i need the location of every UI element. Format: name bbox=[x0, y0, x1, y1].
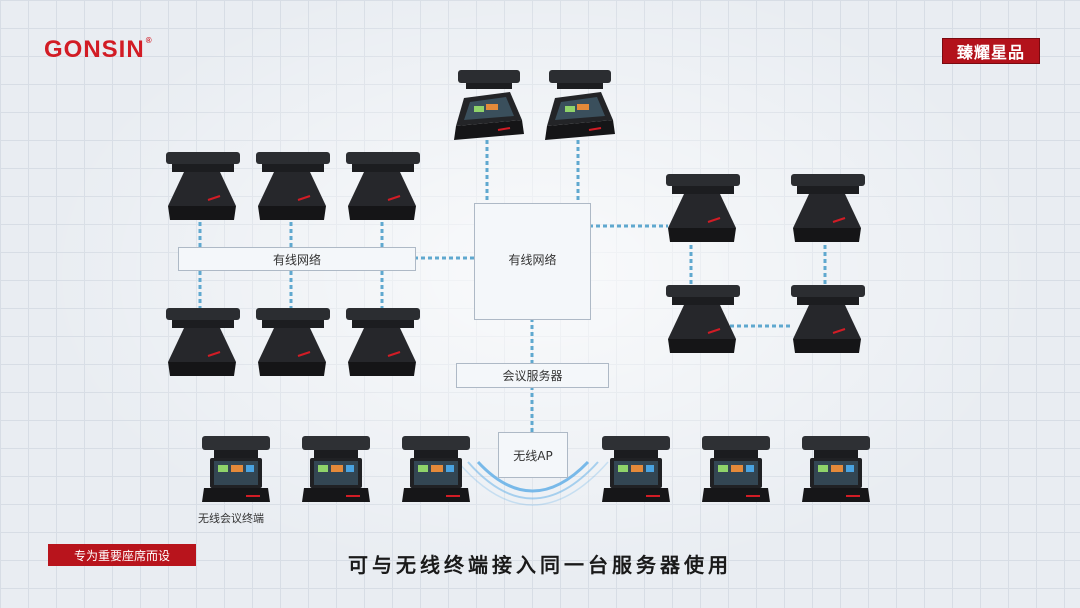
gonsin-logo: GONSIN® bbox=[44, 36, 153, 63]
wired-network-bus: 有线网络 bbox=[178, 247, 416, 271]
wireless-terminal-label: 无线会议终端 bbox=[198, 512, 264, 525]
wireless-signal-icon bbox=[457, 460, 609, 506]
conference-server-label: 会议服务器 bbox=[502, 369, 563, 383]
wireless-terminal bbox=[402, 436, 470, 502]
conference-terminal bbox=[545, 70, 615, 140]
wired-network-switch-label: 有线网络 bbox=[508, 253, 557, 267]
feature-badge: 专为重要座席而设 bbox=[48, 544, 196, 566]
series-seal: 臻耀星品 bbox=[942, 38, 1040, 64]
wireless-terminal bbox=[202, 436, 270, 502]
wired-terminal bbox=[166, 152, 240, 220]
wireless-terminal bbox=[802, 436, 870, 502]
bottom-caption: 可与无线终端接入同一台服务器使用 bbox=[348, 553, 732, 577]
conference-server: 会议服务器 bbox=[456, 363, 609, 388]
wired-terminal bbox=[791, 174, 865, 242]
wired-terminal bbox=[256, 152, 330, 220]
wired-terminal bbox=[666, 285, 740, 353]
wired-terminal bbox=[346, 152, 420, 220]
wired-terminal bbox=[666, 174, 740, 242]
wireless-terminal bbox=[302, 436, 370, 502]
wireless-ap: 无线AP bbox=[498, 432, 568, 478]
wired-network-bus-label: 有线网络 bbox=[272, 252, 321, 267]
conference-terminal bbox=[454, 70, 524, 140]
wireless-terminal bbox=[602, 436, 670, 502]
wired-network-switch: 有线网络 bbox=[474, 203, 591, 320]
wireless-ap-label: 无线AP bbox=[513, 448, 553, 463]
wired-terminal bbox=[256, 308, 330, 376]
wireless-terminal bbox=[702, 436, 770, 502]
wired-terminal bbox=[346, 308, 420, 376]
wired-terminal bbox=[166, 308, 240, 376]
wired-terminal bbox=[791, 285, 865, 353]
